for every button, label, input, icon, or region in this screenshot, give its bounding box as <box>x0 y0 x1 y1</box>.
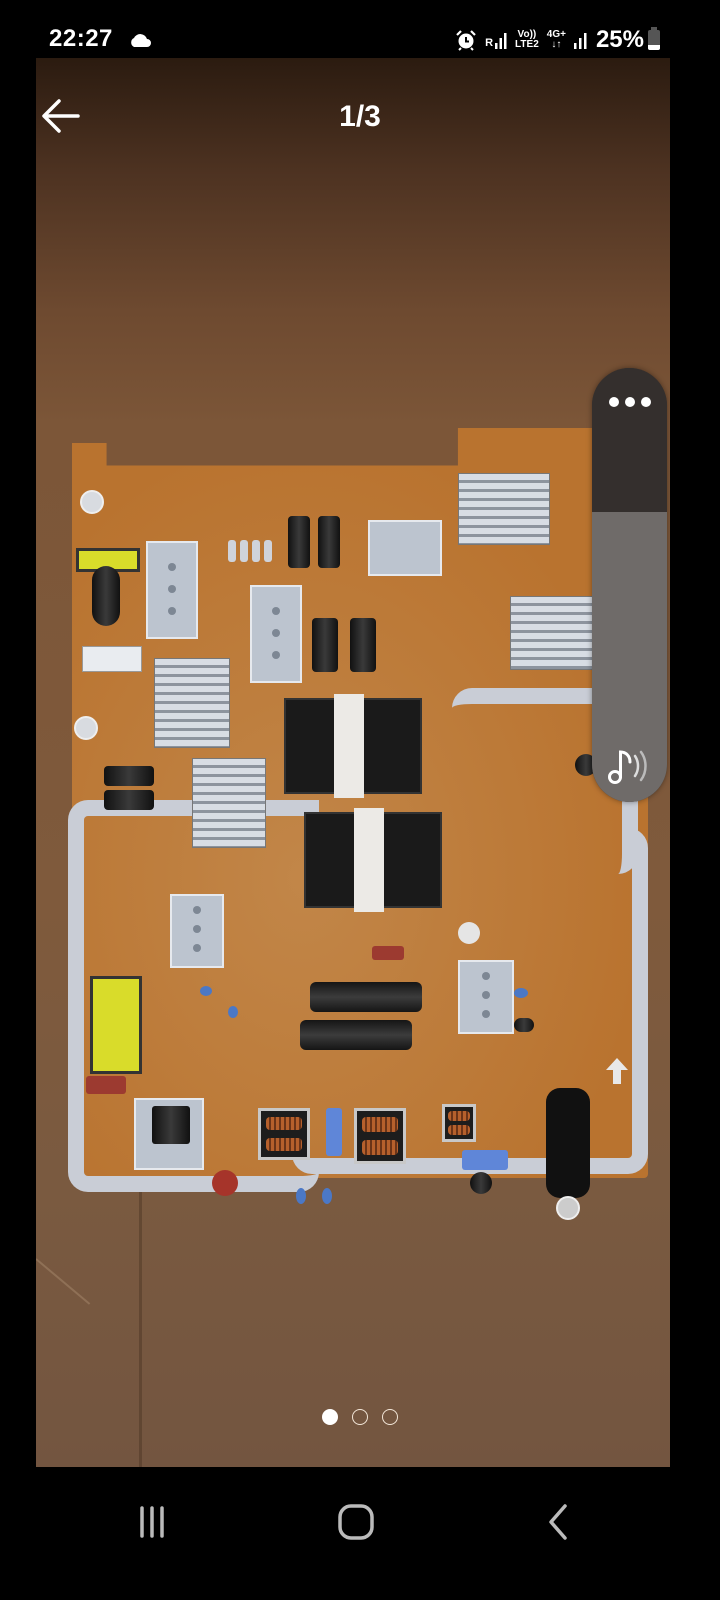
mounting-hole <box>80 490 104 514</box>
coil-body <box>92 566 120 626</box>
volte-indicator: Vo)) LTE2 <box>515 30 539 50</box>
bulk-capacitor <box>310 982 422 1012</box>
small-choke <box>442 1104 476 1142</box>
heatsink <box>154 658 230 748</box>
more-horizontal-icon[interactable] <box>609 395 651 409</box>
heatsink-plate <box>146 541 198 639</box>
capacitor <box>312 618 338 672</box>
bulk-capacitor <box>300 1020 412 1050</box>
heatsink <box>192 758 266 848</box>
cloud-icon <box>131 34 151 47</box>
transformer <box>284 694 422 798</box>
thermistor <box>470 1172 492 1194</box>
battery-icon <box>648 27 660 50</box>
heatsink-plate <box>250 585 302 683</box>
transformer <box>304 808 442 912</box>
resistor <box>264 540 272 562</box>
resistor <box>240 540 248 562</box>
roaming-label: R <box>485 37 494 49</box>
capacitor-red <box>372 946 404 960</box>
varistor <box>212 1170 238 1196</box>
x-capacitor-blue <box>326 1108 342 1156</box>
heatsink <box>458 473 550 545</box>
pfc-transformer <box>90 976 142 1074</box>
page-dot-2[interactable] <box>352 1409 368 1425</box>
signal-bars-icon <box>573 33 587 49</box>
pagination-dots <box>0 1409 720 1425</box>
volume-panel[interactable] <box>592 368 667 802</box>
back-button[interactable] <box>38 94 82 138</box>
arrow-marking <box>606 1058 628 1070</box>
volume-level-fill[interactable] <box>592 512 667 802</box>
volte-label: Vo)) <box>517 29 537 40</box>
signal-bars-icon <box>495 33 507 49</box>
capacitor <box>575 754 597 776</box>
y-capacitor <box>296 1188 306 1204</box>
recent-apps-icon <box>140 1506 164 1538</box>
home-button[interactable] <box>326 1497 386 1547</box>
page-dot-3[interactable] <box>382 1409 398 1425</box>
status-bar: 22:27 R Vo)) LTE2 4G+ ↓↑ 25% <box>0 0 720 58</box>
capacitor <box>104 766 154 786</box>
page-dot-1[interactable] <box>322 1409 338 1425</box>
battery-percent: 25% <box>595 26 644 53</box>
network-type-label: 4G+ <box>546 29 566 40</box>
common-mode-choke <box>258 1108 310 1160</box>
capacitor <box>514 1018 534 1032</box>
capacitor <box>104 790 154 810</box>
capacitor <box>288 516 310 568</box>
volume-track[interactable] <box>592 368 667 512</box>
x-capacitor <box>86 1076 126 1094</box>
capacitor <box>350 618 376 672</box>
system-back-button[interactable] <box>528 1497 588 1547</box>
back-chevron-icon <box>549 1504 567 1540</box>
capacitor <box>318 516 340 568</box>
navigation-bar <box>0 1467 720 1600</box>
x-capacitor-blue <box>462 1150 508 1170</box>
arrow-left-icon <box>42 99 80 133</box>
y-capacitor <box>322 1188 332 1204</box>
cardboard-crease <box>36 1258 91 1305</box>
blue-capacitor <box>514 988 528 998</box>
arrow-marking <box>613 1070 621 1084</box>
heatsink-plate <box>458 960 514 1034</box>
lte2-label: LTE2 <box>515 39 539 50</box>
data-arrows-icon: ↓↑ <box>551 39 562 50</box>
music-note-volume-icon[interactable] <box>606 746 654 786</box>
blue-capacitor <box>200 986 212 996</box>
recent-apps-button[interactable] <box>122 1497 182 1547</box>
photo-viewer[interactable] <box>36 58 670 1467</box>
network-type-indicator: 4G+ ↓↑ <box>547 30 566 50</box>
heatsink <box>510 596 602 670</box>
blue-capacitor <box>228 1006 238 1018</box>
capacitor <box>458 922 480 944</box>
status-icons: R Vo)) LTE2 4G+ ↓↑ 25% <box>455 26 660 54</box>
status-time: 22:27 <box>49 25 113 52</box>
ac-input-socket <box>546 1088 590 1198</box>
common-mode-choke <box>354 1108 406 1164</box>
heatsink-plate <box>170 894 224 968</box>
mounting-hole <box>556 1196 580 1220</box>
mounting-hole <box>74 716 98 740</box>
resistor <box>228 540 236 562</box>
resistor <box>252 540 260 562</box>
sim1-signal: R <box>485 31 507 49</box>
alarm-clock-icon <box>456 30 476 51</box>
heatsink-plate <box>368 520 442 576</box>
cardboard-fold <box>139 1178 142 1467</box>
bridge-rectifier <box>152 1106 190 1144</box>
home-icon <box>338 1504 374 1540</box>
barcode-sticker <box>82 646 142 672</box>
page-counter: 1/3 <box>339 100 381 133</box>
pcb-photo <box>68 428 648 1220</box>
